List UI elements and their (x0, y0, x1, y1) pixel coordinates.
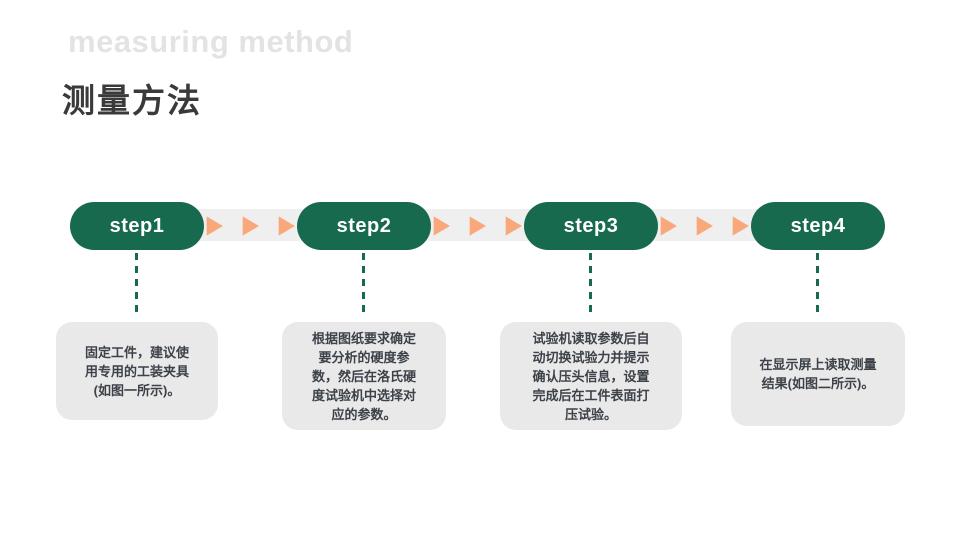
page-title: 测量方法 (62, 82, 202, 119)
step-1-description: 固定工件，建议使 用专用的工装夹具 (如图一所示)。 (84, 344, 189, 398)
subtitle-english: measuring method (68, 24, 354, 59)
step-pill-4-label: step4 (790, 214, 846, 237)
arrow-group-2 (431, 216, 524, 236)
arrow-right-icon (469, 216, 486, 236)
arrow-right-icon (660, 216, 677, 236)
step-pill-3-label: step3 (563, 214, 619, 237)
step-1-description-box: 固定工件，建议使 用专用的工装夹具 (如图一所示)。 (56, 322, 218, 420)
step-2-description-box: 根据图纸要求确定 要分析的硬度参 数，然后在洛氏硬 度试验机中选择对 应的参数。 (282, 322, 446, 430)
arrow-group-3 (658, 216, 751, 236)
step-pill-3: step3 (524, 202, 658, 250)
step-3-description-box: 试验机读取参数后自 动切换试验力并提示 确认压头信息，设置 完成后在工件表面打 … (500, 322, 682, 430)
step-4-connector-line (816, 253, 819, 315)
arrow-group-1 (204, 216, 297, 236)
arrow-right-icon (696, 216, 713, 236)
arrow-right-icon (242, 216, 259, 236)
arrow-right-icon (206, 216, 223, 236)
step-pill-2-label: step2 (336, 214, 392, 237)
step-4-description: 在显示屏上读取测量 结果(如图二所示)。 (759, 357, 877, 391)
step-pill-1: step1 (70, 202, 204, 250)
arrow-right-icon (433, 216, 450, 236)
step-pill-4: step4 (751, 202, 885, 250)
step-1-connector-line (135, 253, 138, 315)
arrow-right-icon (278, 216, 295, 236)
step-pill-2: step2 (297, 202, 431, 250)
step-3-connector-line (589, 253, 592, 315)
step-pill-1-label: step1 (109, 214, 165, 237)
step-4-description-box: 在显示屏上读取测量 结果(如图二所示)。 (731, 322, 905, 426)
arrow-right-icon (505, 216, 522, 236)
arrow-right-icon (732, 216, 749, 236)
step-2-connector-line (362, 253, 365, 315)
step-2-description: 根据图纸要求确定 要分析的硬度参 数，然后在洛氏硬 度试验机中选择对 应的参数。 (311, 330, 416, 422)
step-3-description: 试验机读取参数后自 动切换试验力并提示 确认压头信息，设置 完成后在工件表面打 … (532, 330, 650, 422)
